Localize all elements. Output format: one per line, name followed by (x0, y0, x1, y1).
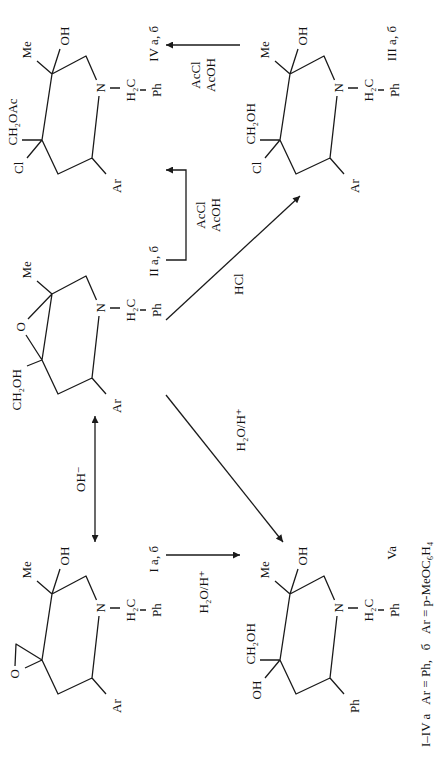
atom-label: Ar (109, 698, 124, 714)
reaction-arrow (166, 554, 240, 555)
compound-number: Va (384, 546, 399, 560)
atom-label: Ph (387, 602, 402, 618)
atom-label: OH (249, 680, 264, 701)
atom-label: CH₂OH (9, 368, 24, 411)
molecule-bonds (15, 569, 146, 694)
atom-label: N (93, 82, 108, 93)
reagent-label: OH⁻ (73, 465, 88, 493)
atom-label: OH (57, 546, 72, 567)
compound-number: IV a, б (146, 26, 161, 62)
reagent-label: AcCl AcOH (188, 52, 218, 98)
structure-ii (26, 276, 146, 394)
atom-label: Ph (149, 602, 164, 618)
atom-label: N (93, 302, 108, 313)
atom-label: Me (257, 40, 272, 59)
atom-label: CH₂OAc (5, 97, 20, 146)
reagent-label: H₂O/H⁺ (196, 569, 211, 614)
reagent-label: H₂O/H⁺ (233, 407, 248, 452)
atom-label: O (7, 668, 22, 679)
structure-iii (260, 49, 384, 174)
compound-number: II a, б (146, 246, 161, 277)
compound-number: III a, б (384, 26, 399, 61)
atom-label: OH (295, 546, 310, 567)
reaction-arrow (166, 170, 186, 260)
atom-label: Ar (109, 178, 124, 194)
atom-label: CH₂OH (243, 622, 258, 665)
molecule-bonds (260, 569, 384, 694)
atom-label: OH (57, 26, 72, 47)
atom-label: Ar (109, 398, 124, 414)
reaction-arrow (166, 44, 240, 45)
reagent-label: AcCl AcOH (193, 192, 223, 238)
atom-label: N (331, 82, 346, 93)
atom-label: Ph (387, 82, 402, 98)
atom-label: N (93, 602, 108, 613)
reaction-arrow (166, 395, 283, 542)
atom-label: H₂C (123, 298, 138, 323)
molecule-bonds (22, 49, 146, 174)
molecule-bonds (26, 276, 146, 394)
molecule-bonds (260, 49, 384, 174)
structure-v (260, 569, 384, 694)
atom-label: H₂C (123, 598, 138, 623)
atom-label: H₂C (361, 598, 376, 623)
atom-label: Ph (149, 82, 164, 98)
atom-label: Me (19, 40, 34, 59)
atom-label: N (331, 602, 346, 613)
reaction-arrow (166, 196, 300, 320)
atom-label: Ph (149, 302, 164, 318)
atom-label: Cl (11, 161, 26, 175)
atom-label: O (13, 321, 28, 332)
atom-label: Ar (347, 178, 362, 194)
atom-label: OH (295, 26, 310, 47)
reaction-arrow (94, 416, 95, 542)
atom-label: Me (19, 260, 34, 279)
atom-label: Me (19, 560, 34, 579)
atom-label: H₂C (361, 78, 376, 103)
atom-label: Cl (249, 161, 264, 175)
structure-iv (22, 49, 146, 174)
atom-label: Ph (347, 698, 362, 714)
structure-i (15, 569, 146, 694)
compound-number: I a, б (146, 546, 161, 572)
atom-label: CH₂OH (243, 102, 258, 145)
footnote: I–IV a Ar = Ph, б Ar = p-MeOC₆H₄ (418, 541, 433, 748)
atom-label: Me (257, 560, 272, 579)
reagent-label: HCl (231, 272, 246, 296)
atom-label: H₂C (123, 78, 138, 103)
